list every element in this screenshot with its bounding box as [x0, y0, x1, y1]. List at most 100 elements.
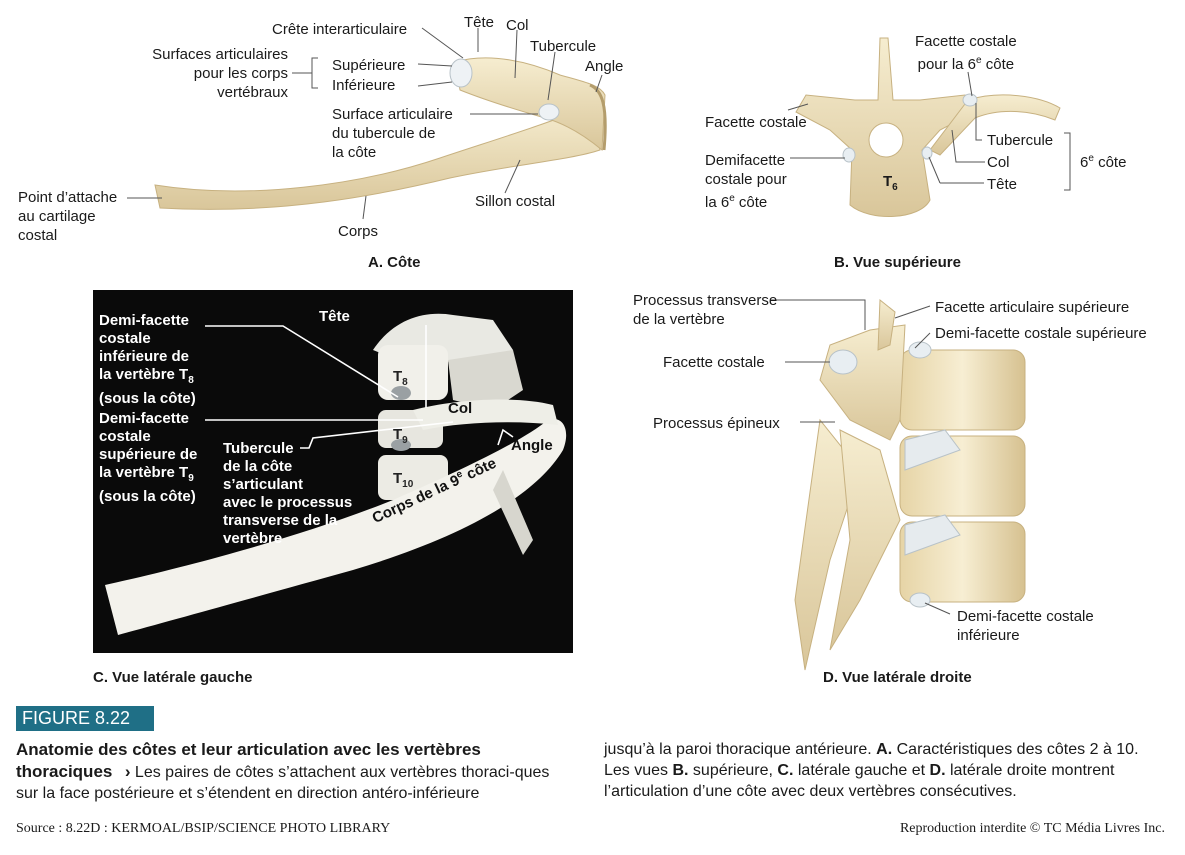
label-corps-a: Corps: [338, 223, 379, 240]
photo-label-t9: T9: [393, 426, 408, 450]
copyright-notice: Reproduction interdite © TC Média Livres…: [899, 821, 1165, 836]
fr-a: A.: [876, 741, 893, 758]
photo-m4b: 9: [188, 473, 194, 484]
photo-l2: costale: [99, 330, 151, 347]
label-demi-line1: Demifacette: [705, 152, 786, 169]
vertebral-column-illustration: [794, 298, 1026, 671]
label-col-a: Col: [506, 17, 529, 34]
photo-bones: [105, 313, 567, 635]
photo-leaders: [205, 325, 514, 449]
fr-3: supérieure,: [688, 762, 778, 779]
label-6e-a: 6: [1080, 154, 1089, 171]
label-demifacette: Demifacette costale pour la 6e côte: [705, 151, 787, 212]
photo-label-demi-inf: Demi-facette costale inférieure de la ve…: [99, 312, 196, 408]
label-superieure: Supérieure: [332, 57, 406, 74]
photo-label-col: Col: [448, 400, 473, 417]
label-processus-epineux: Processus épineux: [653, 415, 780, 432]
label-surfaces-line1: Surfaces articulaires: [152, 46, 288, 63]
label-demi-line3: la 6e côte: [705, 189, 787, 212]
label-surface-tub-line1: Surface articulaire: [332, 106, 453, 123]
label-col-b: Col: [987, 154, 1010, 171]
photo-m4a: la vertèbre T: [99, 464, 189, 481]
label-point-line2: au cartilage: [18, 208, 96, 225]
label-fc6-c: côte: [981, 56, 1015, 73]
photo-label-angle: Angle: [511, 437, 553, 454]
label-demi-line2: costale pour: [705, 171, 787, 188]
figure-title-line2: thoraciques: [16, 762, 113, 781]
label-tete-b: Tête: [987, 176, 1018, 193]
label-dfi-line1: Demi-facette costale: [957, 608, 1094, 625]
label-crete-interarticulaire: Crête interarticulaire: [272, 21, 408, 38]
photo-m5: (sous la côte): [99, 488, 196, 505]
label-surfaces-articulaires: Surfaces articulaires pour les corps ver…: [152, 45, 288, 102]
photo-tub3: s’articulant: [223, 476, 304, 493]
photo-l4b: 8: [188, 375, 194, 386]
photo-tub6: vertèbre: [223, 530, 283, 547]
photo-l4: la vertèbre T8: [99, 366, 196, 390]
label-6e-sup: e: [1088, 153, 1094, 164]
photo-t9b: 9: [402, 435, 408, 446]
label-fc6-line2: pour la 6e côte: [915, 51, 1017, 74]
label-point-attache: Point d’attache au cartilage costal: [18, 188, 117, 245]
photo-label-tete: Tête: [319, 308, 350, 325]
label-tubercule-a: Tubercule: [530, 38, 597, 55]
photo-m2: costale: [99, 428, 151, 445]
label-surface-tubercule: Surface articulaire du tubercule de la c…: [332, 105, 453, 162]
photo-m4: la vertèbre T9: [99, 464, 197, 488]
photo-l4a: la vertèbre T: [99, 366, 189, 383]
photo-l3: inférieure de: [99, 348, 190, 365]
figure-arrow-icon: ›: [124, 762, 131, 781]
label-pt-line2: de la vertèbre: [633, 311, 725, 328]
label-point-line3: costal: [18, 227, 58, 244]
figure-caption-left: Anatomie des côtes et leur articulation …: [16, 739, 576, 804]
label-t6-sub: 6: [892, 182, 898, 193]
label-surface-tub-line3: la côte: [332, 144, 377, 161]
label-tete-a: Tête: [464, 14, 495, 31]
caption-d: D. Vue latérale droite: [823, 669, 972, 686]
label-facette-costale-b: Facette costale: [705, 114, 807, 131]
label-pt-line1: Processus transverse: [633, 292, 778, 309]
label-facette-articulaire-sup: Facette articulaire supérieure: [935, 299, 1130, 316]
fr-4: latérale gauche et: [793, 762, 930, 779]
label-demi-facette-sup: Demi-facette costale supérieure: [935, 325, 1147, 342]
caption-c: C. Vue latérale gauche: [93, 669, 253, 686]
fr-d: D.: [929, 762, 946, 779]
figure-badge: FIGURE 8.22: [16, 706, 154, 731]
leader-lines-d: [770, 299, 951, 615]
photo-m3: supérieure de: [99, 446, 198, 463]
photo-tub2: de la côte: [223, 458, 293, 475]
photo-t8a: T: [393, 368, 403, 385]
caption-b: B. Vue supérieure: [834, 254, 961, 271]
label-surfaces-line2: pour les corps: [193, 65, 288, 82]
label-facette-costale-6: Facette costale pour la 6e côte: [915, 32, 1017, 74]
label-surface-tub-line2: du tubercule de: [332, 125, 436, 142]
label-processus-transverse: Processus transverse de la vertèbre: [633, 291, 777, 329]
label-demi-c: côte: [734, 194, 768, 211]
label-inferieure: Inférieure: [332, 77, 396, 94]
photo-t8b: 8: [402, 377, 408, 388]
vertebra-superior-illustration: [795, 37, 1061, 217]
source-credit: Source : 8.22D : KERMOAL/BSIP/SCIENCE PH…: [16, 821, 391, 836]
rib-illustration: [154, 57, 607, 210]
fr-2: Caractéristiques des côtes 2 à 10. Les v…: [604, 741, 1139, 779]
photo-l1: Demi-facette: [99, 312, 190, 329]
photo-m1: Demi-facette: [99, 410, 190, 427]
label-fc6-sup: e: [976, 55, 982, 66]
photo-label-t8: T8: [393, 368, 408, 392]
label-dfi-line2: inférieure: [957, 627, 1020, 644]
leader-lines-a: [127, 27, 603, 220]
label-t6: T6: [883, 172, 898, 197]
photo-t10a: T: [393, 470, 403, 487]
label-demi-facette-inf: Demi-facette costale inférieure: [957, 607, 1094, 645]
photo-tub5: transverse de la: [223, 512, 338, 529]
leader-lines-b: [787, 71, 1071, 191]
label-angle-a: Angle: [585, 58, 624, 75]
fr-1: jusqu’à la paroi thoracique antérieure.: [604, 741, 877, 758]
figure-caption-right: jusqu’à la paroi thoracique antérieure. …: [604, 739, 1164, 802]
figure-text-left: Les paires de côtes s’attachent aux vert…: [16, 764, 550, 802]
label-fc6-a: pour la 6: [917, 56, 976, 73]
label-sillon-costal: Sillon costal: [475, 193, 556, 210]
label-6e-c: côte: [1093, 154, 1127, 171]
fr-b: B.: [672, 762, 689, 779]
